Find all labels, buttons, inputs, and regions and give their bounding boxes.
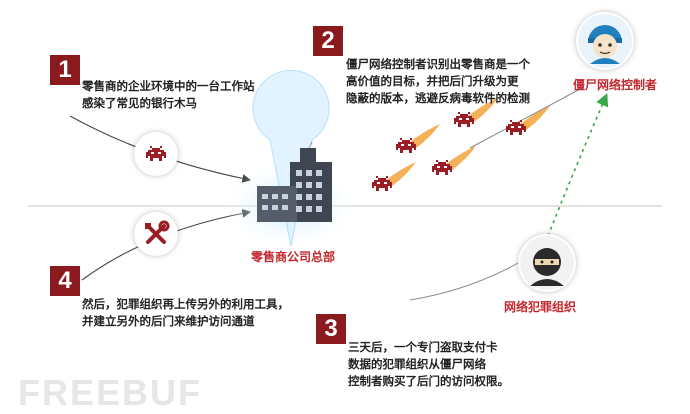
malware-bug-icon	[432, 146, 476, 175]
step-2-badge: 2	[313, 26, 343, 56]
malware-bug-icon	[396, 124, 440, 153]
hq-location-pin	[252, 69, 330, 247]
freebuf-watermark: FREEBUF	[18, 372, 202, 413]
arrow-botmaster-to-bugs	[469, 87, 583, 149]
step-4-badge: 4	[50, 266, 80, 296]
step-1-badge: 1	[50, 55, 80, 85]
step-3-description: 三天后，一个专门盗取支付卡数据的犯罪组织从僵尸网络控制者购买了后门的访问权限。	[348, 340, 509, 388]
arrow-criminal-to-botmaster	[547, 93, 609, 237]
hq-label: 零售商公司总部	[251, 250, 336, 264]
arrow-criminal-path	[409, 261, 521, 301]
step-3-badge: 3	[316, 314, 346, 344]
hacker-avatar-icon	[518, 234, 576, 292]
botmaster-label: 僵尸网络控制者	[573, 78, 658, 92]
office-building-icon	[257, 148, 332, 222]
malware-swarm	[372, 98, 550, 191]
step-1-description: 零售商的企业环境中的一台工作站感染了常见的银行木马	[82, 79, 255, 110]
tools-icon	[134, 212, 178, 256]
malware-bug-icon	[506, 106, 550, 135]
step-2-description: 僵尸网络控制者识别出零售商是一个高价值的目标，并把后门升级为更隐蔽的版本，逃避反…	[346, 57, 530, 105]
botmaster-avatar-icon	[576, 12, 634, 70]
step-4-description: 然后，犯罪组织再上传另外的利用工具，并建立另外的后门来维护访问通道	[82, 297, 289, 328]
malware-bug-icon	[372, 162, 416, 191]
criminal-label: 网络犯罪组织	[504, 300, 577, 314]
malware-bug-icon	[134, 132, 178, 176]
malware-bug-icon	[454, 98, 498, 127]
